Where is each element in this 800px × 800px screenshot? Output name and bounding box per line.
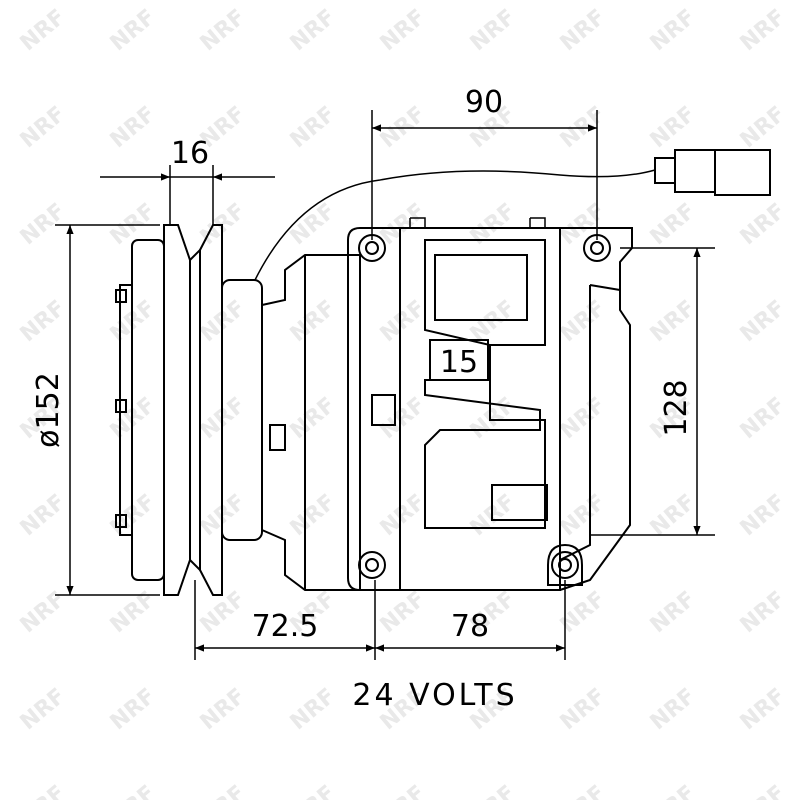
watermark-logo: NRF <box>16 296 71 348</box>
watermark-logo: NRF <box>646 5 701 57</box>
watermark-logo: NRF <box>286 781 341 800</box>
watermark-logo: NRF <box>466 781 521 800</box>
watermark-logo: NRF <box>466 199 521 251</box>
watermark-logo: NRF <box>646 684 701 736</box>
dimension-90: 90 <box>465 85 503 120</box>
electrical-connector <box>654 149 771 196</box>
watermark-logo: NRF <box>736 5 791 57</box>
part-label-box <box>429 339 489 381</box>
watermark-logo: NRF <box>556 393 611 445</box>
watermark-logo: NRF <box>196 5 251 57</box>
watermark-logo: NRF <box>736 296 791 348</box>
compressor-body <box>261 217 633 591</box>
watermark-logo: NRF <box>556 781 611 800</box>
watermark-logo: NRF <box>16 684 71 736</box>
watermark-logo: NRF <box>196 684 251 736</box>
watermark-logo: NRF <box>106 490 161 542</box>
watermark-logo: NRF <box>646 199 701 251</box>
dimension-152: ø152 <box>31 372 66 448</box>
watermark-logo: NRF <box>196 296 251 348</box>
watermark-logo: NRF <box>646 102 701 154</box>
watermark-logo: NRF <box>376 781 431 800</box>
watermark-logo: NRF <box>16 490 71 542</box>
watermark-logo: NRF <box>556 199 611 251</box>
watermark-logo: NRF <box>736 393 791 445</box>
dimension-78: 78 <box>451 609 489 644</box>
watermark-logo: NRF <box>106 5 161 57</box>
watermark-logo: NRF <box>736 102 791 154</box>
watermark-logo: NRF <box>556 296 611 348</box>
watermark-logo: NRF <box>646 781 701 800</box>
watermark-logo: NRF <box>196 587 251 639</box>
watermark-logo: NRF <box>376 490 431 542</box>
watermark-logo: NRF <box>556 684 611 736</box>
watermark-logo: NRF <box>286 393 341 445</box>
watermark-logo: NRF <box>106 684 161 736</box>
watermark-logo: NRF <box>106 781 161 800</box>
watermark-logo: NRF <box>736 199 791 251</box>
watermark-logo: NRF <box>106 102 161 154</box>
voltage-label: 24 VOLTS <box>352 678 517 713</box>
watermark-logo: NRF <box>106 393 161 445</box>
dimension-16: 16 <box>171 136 209 171</box>
watermark-logo: NRF <box>196 393 251 445</box>
watermark-logo: NRF <box>286 684 341 736</box>
watermark-logo: NRF <box>556 5 611 57</box>
pulley <box>115 224 263 596</box>
watermark-logo: NRF <box>466 5 521 57</box>
watermark-logo: NRF <box>556 587 611 639</box>
watermark-logo: NRF <box>376 393 431 445</box>
watermark-logo: NRF <box>16 781 71 800</box>
watermark-logo: NRF <box>196 781 251 800</box>
dimension-128: 128 <box>659 379 694 436</box>
watermark-logo: NRF <box>16 5 71 57</box>
watermark-logo: NRF <box>646 490 701 542</box>
watermark-logo: NRF <box>286 296 341 348</box>
watermark-logo: NRF <box>646 587 701 639</box>
part-label: 15 <box>440 345 478 380</box>
watermark-logo: NRF <box>376 587 431 639</box>
watermark-logo: NRF <box>736 490 791 542</box>
watermark-logo: NRF <box>736 684 791 736</box>
watermark-logo: NRF <box>556 490 611 542</box>
watermark-logo: NRF <box>286 102 341 154</box>
watermark-logo: NRF <box>16 102 71 154</box>
dimension-lines <box>55 110 715 660</box>
watermark-logo: NRF <box>736 587 791 639</box>
watermark-logo: NRF <box>376 296 431 348</box>
watermark-logo: NRF <box>286 5 341 57</box>
watermark-logo: NRF <box>646 296 701 348</box>
wire <box>254 169 656 281</box>
dimension-72-5: 72.5 <box>252 609 319 644</box>
watermark-logo: NRF <box>376 5 431 57</box>
watermark-logo: NRF <box>736 781 791 800</box>
watermark-logo: NRF <box>286 490 341 542</box>
watermark-logo: NRF <box>466 490 521 542</box>
watermark-logo: NRF <box>106 296 161 348</box>
